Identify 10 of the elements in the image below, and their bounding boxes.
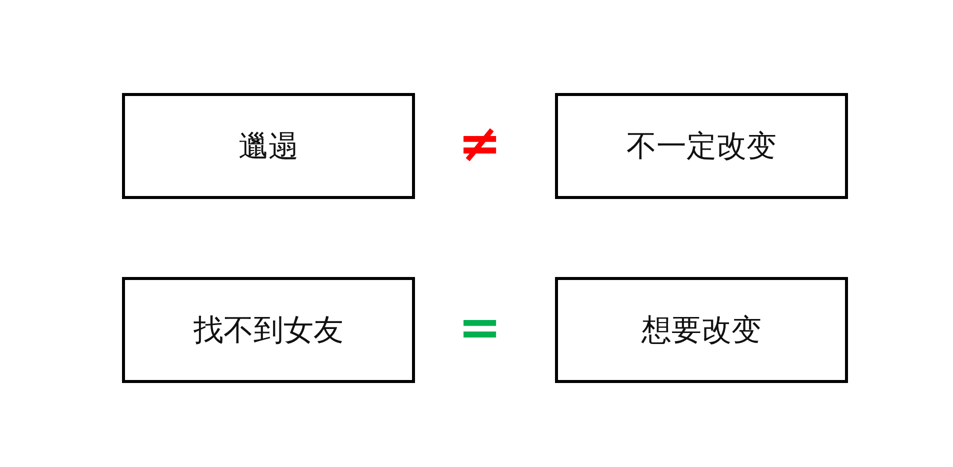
not-equal-sign: ≠	[458, 118, 502, 170]
equal-sign: =	[458, 302, 502, 354]
box-text: 找不到女友	[194, 312, 344, 350]
box-text: 邋遢	[238, 128, 298, 166]
text-box	[122, 93, 415, 199]
box-text: 想要改变	[642, 312, 762, 350]
text-box	[122, 277, 415, 383]
box-text: 不一定改变	[626, 128, 776, 166]
text-box	[555, 93, 848, 199]
text-box	[555, 277, 848, 383]
